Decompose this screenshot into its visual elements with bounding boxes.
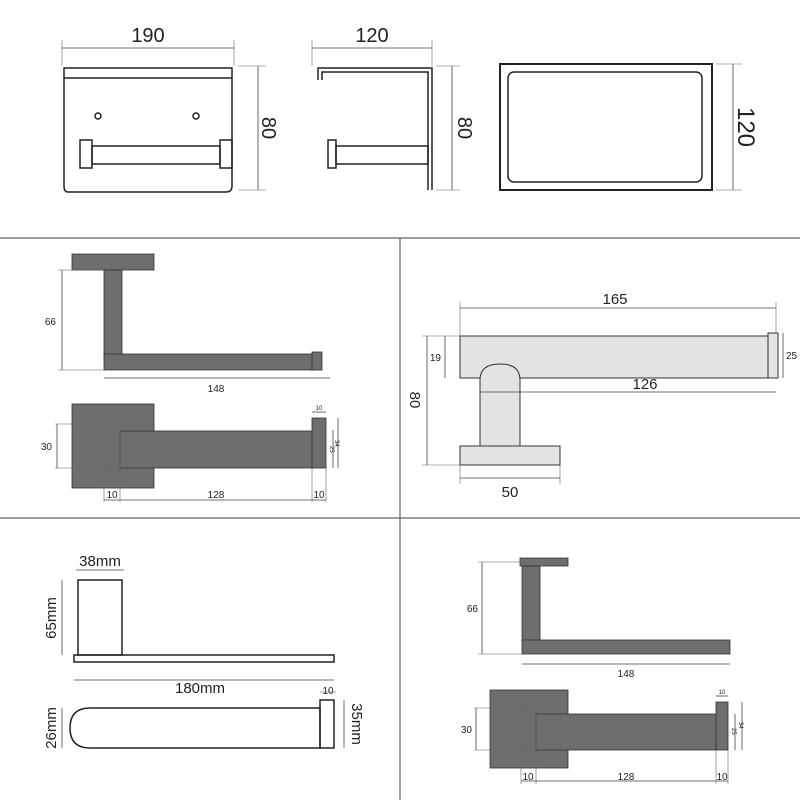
a-seg-mid-label: 128 bbox=[208, 490, 225, 501]
panel-a-side: 66 148 bbox=[45, 253, 330, 395]
c-height-label: 65mm bbox=[43, 597, 60, 639]
b-arm-length-label: 126 bbox=[632, 376, 657, 393]
d-tab-width-label: 10 bbox=[719, 690, 726, 696]
c-width-label: 38mm bbox=[79, 553, 121, 570]
a-height-label: 66 bbox=[45, 317, 57, 328]
panel-c-side: 38mm 65mm 180mm bbox=[43, 553, 335, 697]
panel-d-side: 66 148 bbox=[467, 557, 731, 680]
d-length-label: 148 bbox=[618, 669, 635, 680]
a-length-label: 148 bbox=[208, 384, 225, 395]
d-seg-right-label: 10 bbox=[716, 772, 728, 783]
a-depth-label: 30 bbox=[41, 442, 53, 453]
d-tab-outer-label: 34 bbox=[737, 722, 743, 729]
a-tab-inner-label: 25 bbox=[328, 446, 334, 453]
front-height-label: 80 bbox=[257, 117, 279, 139]
plate-height-label: 120 bbox=[732, 107, 759, 147]
front-view: 190 80 bbox=[61, 25, 279, 193]
panel-b-section: 165 19 25 80 126 50 bbox=[406, 291, 798, 501]
c-depth-label: 26mm bbox=[43, 707, 60, 749]
a-seg-left-label: 10 bbox=[106, 490, 118, 501]
b-total-height-label: 80 bbox=[406, 392, 423, 409]
c-tab-label: 10 bbox=[322, 686, 334, 697]
a-tab-outer-label: 34 bbox=[333, 440, 339, 447]
c-end-height-label: 35mm bbox=[348, 703, 365, 745]
d-depth-label: 30 bbox=[461, 725, 473, 736]
d-seg-left-label: 10 bbox=[522, 772, 534, 783]
d-height-label: 66 bbox=[467, 604, 479, 615]
c-length-label: 180mm bbox=[175, 680, 225, 697]
b-base-width-label: 50 bbox=[502, 484, 519, 501]
side-height-label: 80 bbox=[453, 117, 475, 139]
side-view: 120 80 bbox=[311, 25, 475, 191]
a-tab-width-label: 10 bbox=[316, 406, 323, 412]
a-seg-right-label: 10 bbox=[313, 490, 325, 501]
panel-c-top: 10 26mm 35mm bbox=[43, 686, 365, 749]
front-width-label: 190 bbox=[131, 25, 164, 47]
b-bar-height-label: 19 bbox=[430, 353, 442, 364]
panel-d-top: 30 10 128 10 10 25 34 bbox=[461, 689, 743, 784]
d-tab-inner-label: 25 bbox=[730, 728, 736, 735]
top-plate-view: 120 bbox=[499, 63, 759, 191]
d-seg-mid-label: 128 bbox=[618, 772, 635, 783]
b-end-height-label: 25 bbox=[786, 351, 798, 362]
b-length-label: 165 bbox=[602, 291, 627, 308]
side-width-label: 120 bbox=[355, 25, 388, 47]
panel-a-top: 30 10 128 10 10 25 34 bbox=[41, 403, 339, 502]
